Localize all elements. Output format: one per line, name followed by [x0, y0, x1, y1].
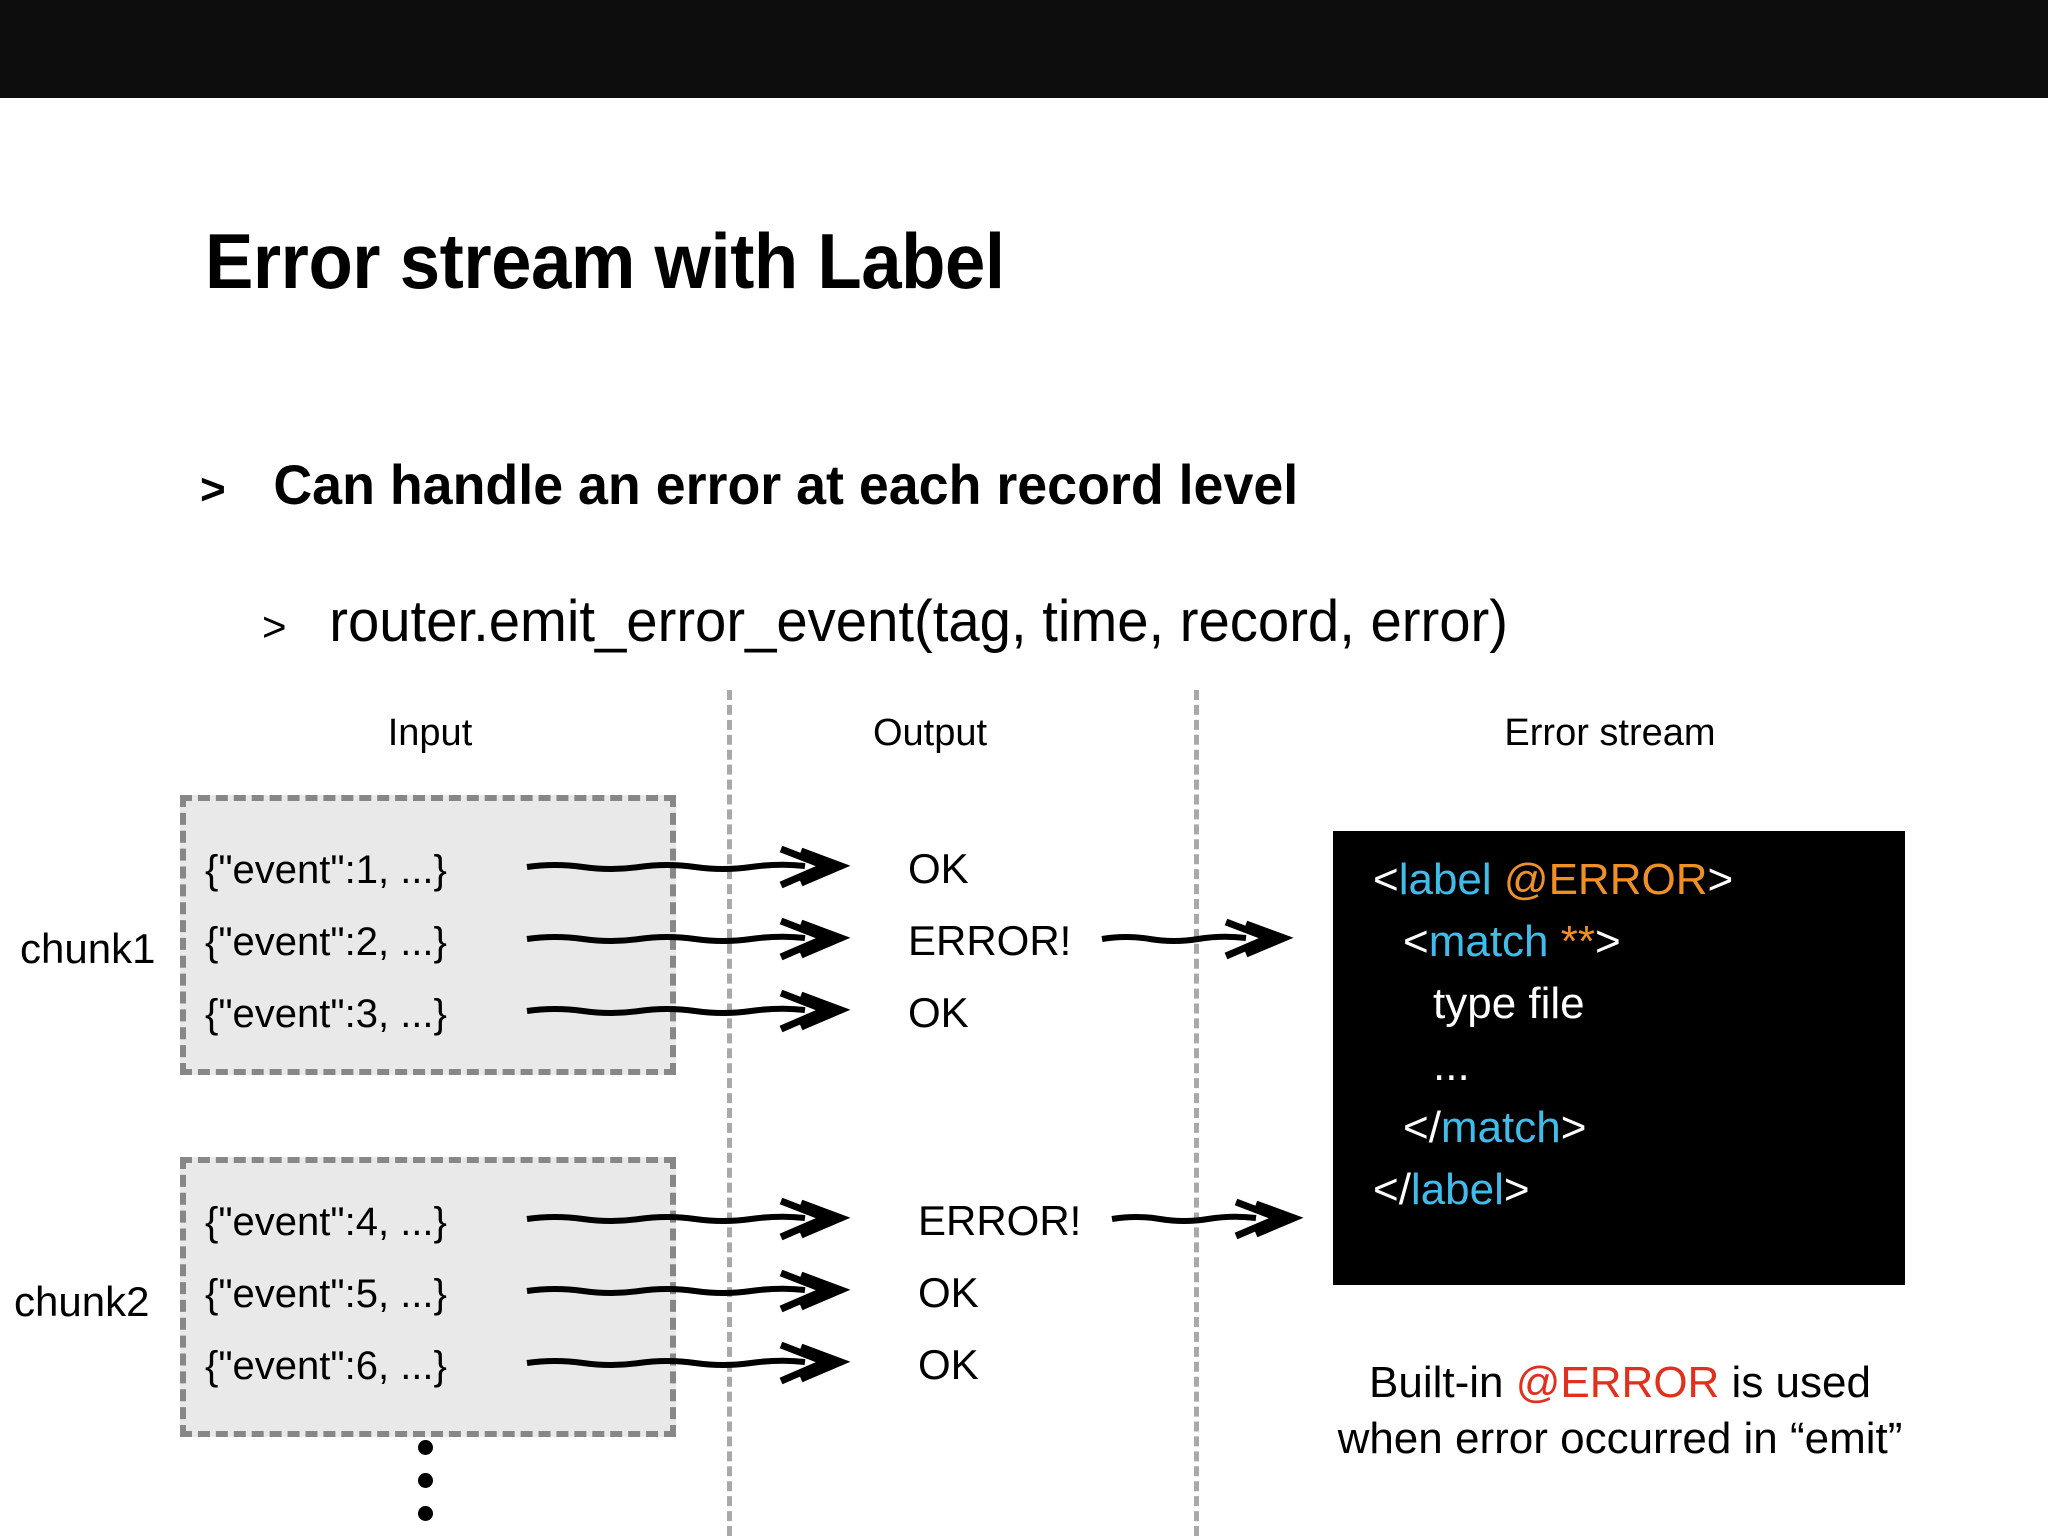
code-token-plain: ...	[1433, 1041, 1470, 1090]
bullet-level-1-text: Can handle an error at each record level	[273, 453, 1298, 516]
output-result: ERROR!	[918, 1197, 1082, 1244]
code-token-plain: <	[1403, 917, 1429, 966]
code-token-tag: label	[1410, 1165, 1504, 1214]
code-token-attr: **	[1560, 917, 1596, 966]
code-token-attr: @ERROR	[1503, 855, 1708, 904]
code-token-plain: >	[1707, 855, 1734, 904]
code-line-3: type file	[1333, 973, 1905, 1035]
record-item: {"event":2, ...}	[205, 920, 447, 964]
code-token-plain: <	[1373, 855, 1399, 904]
caption-line-1: Built-in @ERROR is used	[1260, 1355, 1980, 1411]
caption-highlight: @ERROR	[1515, 1358, 1720, 1407]
chunk-label-2: chunk2	[14, 1278, 150, 1325]
record-item: {"event":1, ...}	[205, 848, 447, 892]
record-item: {"event":5, ...}	[205, 1272, 447, 1316]
code-token-tag: match	[1428, 917, 1549, 966]
column-separator-1	[727, 690, 732, 1536]
code-token-plain: </	[1373, 1165, 1411, 1214]
flow-arrow-icon	[526, 989, 851, 1033]
code-token-plain: </	[1403, 1103, 1441, 1152]
column-header-error-stream: Error stream	[1504, 712, 1716, 754]
code-line-1: <label @ERROR>	[1333, 849, 1905, 911]
chunk-box-1	[180, 795, 676, 1075]
caption-line-2: when error occurred in “emit”	[1337, 1414, 1903, 1463]
code-token-plain	[1549, 917, 1561, 966]
code-line-4: ...	[1333, 1035, 1905, 1097]
code-token-plain: >	[1595, 917, 1621, 966]
error-flow-arrow-icon	[1111, 1198, 1304, 1240]
output-result: OK	[918, 1269, 979, 1316]
code-line-6: </label>	[1333, 1159, 1905, 1221]
vertical-ellipsis-icon	[418, 1440, 433, 1521]
column-header-input: Input	[387, 712, 473, 754]
panel-caption: Built-in @ERROR is used when error occur…	[1260, 1355, 1980, 1467]
code-token-plain: >	[1503, 1165, 1530, 1214]
chunk-label-1: chunk1	[20, 925, 156, 972]
error-stream-code-panel: <label @ERROR> <match **> type file ... …	[1333, 831, 1905, 1285]
code-token-plain: >	[1560, 1103, 1587, 1152]
code-token-tag: label	[1398, 855, 1492, 904]
output-result: OK	[908, 845, 969, 892]
chunk-box-2	[180, 1157, 676, 1437]
error-flow-arrow-icon	[1101, 918, 1294, 960]
bullet-marker-icon: >	[262, 603, 287, 650]
flow-arrow-icon	[526, 845, 851, 889]
output-result: ERROR!	[908, 917, 1072, 964]
code-token-tag: match	[1440, 1103, 1561, 1152]
code-line-5: </match>	[1333, 1097, 1905, 1159]
flow-arrow-icon	[526, 1269, 851, 1313]
page-title: Error stream with Label	[205, 217, 1005, 305]
column-separator-2	[1194, 690, 1199, 1536]
bullet-level-1: > Can handle an error at each record lev…	[200, 452, 1319, 517]
flow-arrow-icon	[526, 1197, 851, 1241]
output-result: OK	[918, 1341, 979, 1388]
bullet-marker-icon: >	[200, 465, 226, 514]
caption-post: is used	[1719, 1358, 1871, 1407]
code-token-plain	[1492, 855, 1504, 904]
record-item: {"event":6, ...}	[205, 1344, 447, 1388]
output-result: OK	[908, 989, 969, 1036]
bullet-level-2: > router.emit_error_event(tag, time, rec…	[262, 588, 1526, 655]
flow-arrow-icon	[526, 917, 851, 961]
record-item: {"event":3, ...}	[205, 992, 447, 1036]
record-item: {"event":4, ...}	[205, 1200, 447, 1244]
caption-pre: Built-in	[1369, 1358, 1516, 1407]
bullet-level-2-text: router.emit_error_event(tag, time, recor…	[328, 589, 1508, 654]
code-token-plain: type file	[1433, 979, 1585, 1028]
code-line-2: <match **>	[1333, 911, 1905, 973]
column-header-output: Output	[872, 712, 988, 754]
top-black-band	[0, 0, 2048, 98]
flow-arrow-icon	[526, 1341, 851, 1385]
